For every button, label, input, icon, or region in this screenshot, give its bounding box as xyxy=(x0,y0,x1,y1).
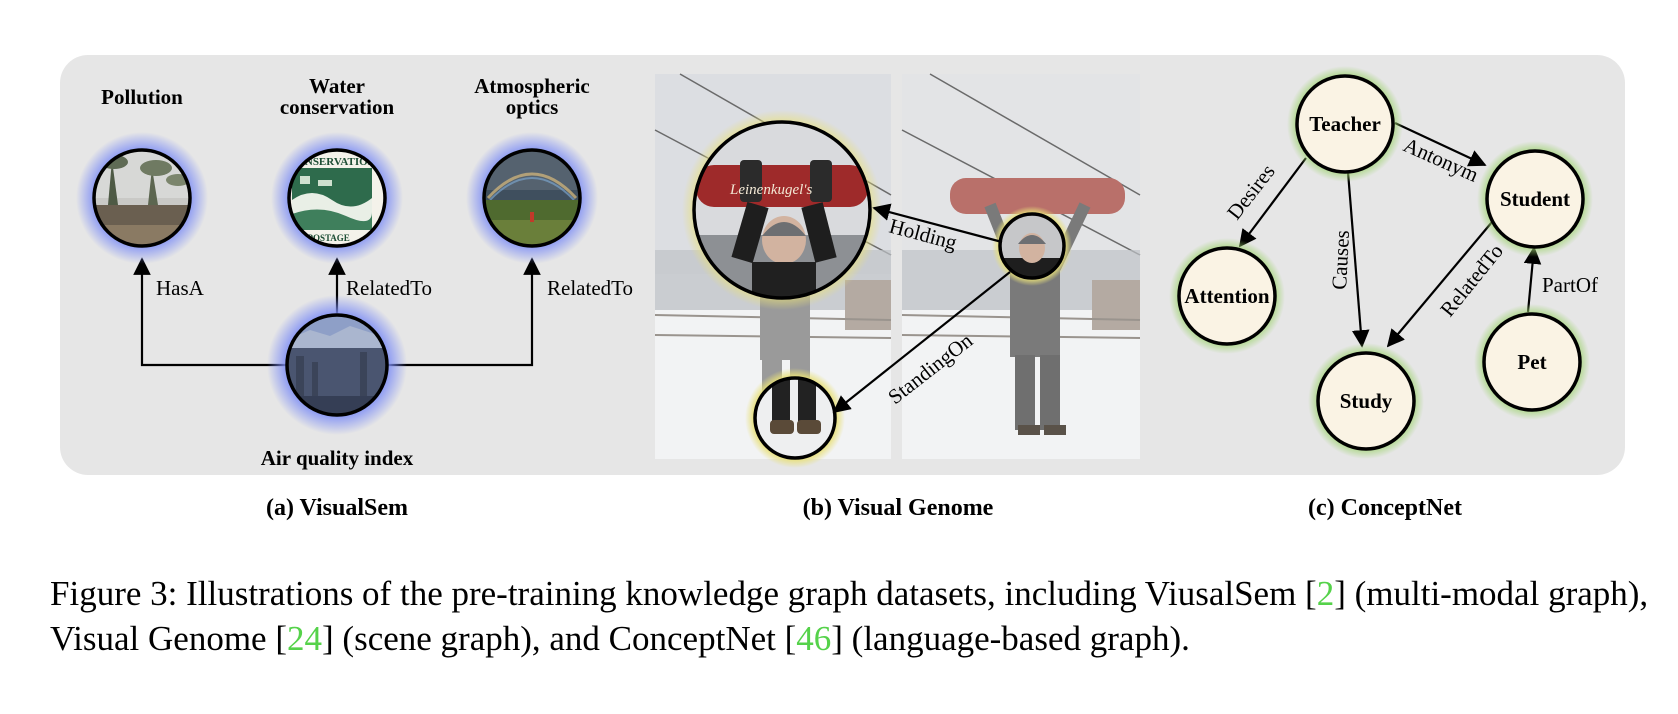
edge-holding xyxy=(872,203,1003,244)
concept-node-study: Study xyxy=(1308,343,1424,459)
panel-visualsem: Pollution Water conservation Atmospheric… xyxy=(76,74,633,470)
caption-text-3: ] (scene graph), and ConceptNet [ xyxy=(322,619,797,658)
edge-label-hasa: HasA xyxy=(156,276,205,300)
node-label-air-quality: Air quality index xyxy=(261,446,414,470)
edge-relatedto-atmo xyxy=(387,257,541,367)
image-node-air-quality-index xyxy=(267,295,407,435)
concept-label-study: Study xyxy=(1340,389,1393,413)
edge-hasa xyxy=(133,257,287,367)
edge-standingon xyxy=(832,271,1011,414)
edge-desires xyxy=(1238,157,1307,248)
edge-relatedto xyxy=(1386,221,1493,348)
image-node-atmospheric-optics xyxy=(466,132,598,264)
stamp-text-bottom: ES POSTAGE xyxy=(294,233,350,243)
citation-link-24[interactable]: 24 xyxy=(287,619,323,658)
node-label-water-line2: conservation xyxy=(280,95,395,119)
citation-link-46[interactable]: 46 xyxy=(796,619,832,658)
image-node-water-conservation: CONSERVATION ES POSTAGE 4 xyxy=(271,132,403,264)
node-label-atmo-line2: optics xyxy=(506,95,559,119)
node-label-atmo-line1: Atmospheric xyxy=(474,74,589,98)
edge-causes xyxy=(1346,171,1370,348)
panel-conceptnet: Antonym Desires Causes RelatedTo PartOf … xyxy=(1169,66,1598,459)
concept-node-student: Student xyxy=(1477,141,1593,257)
edge-label-relatedto-1: RelatedTo xyxy=(346,276,432,300)
concept-label-pet: Pet xyxy=(1517,350,1546,374)
edge-label-causes: Causes xyxy=(1327,230,1354,291)
subject-node-person-head xyxy=(992,206,1072,286)
concept-label-teacher: Teacher xyxy=(1309,112,1381,136)
concept-node-teacher: Teacher xyxy=(1287,66,1403,182)
citation-link-2[interactable]: 2 xyxy=(1316,574,1335,613)
edge-label-relatedto-2: RelatedTo xyxy=(547,276,633,300)
node-label-pollution: Pollution xyxy=(101,85,183,109)
figure-caption: Figure 3: Illustrations of the pre-train… xyxy=(50,571,1650,661)
subfigure-label-a: (a) VisualSem xyxy=(266,495,408,521)
caption-text-2: ] (multi-modal graph), Visual Genome [ xyxy=(50,574,1649,658)
object-node-feet xyxy=(745,368,845,468)
caption-text-1: Figure 3: Illustrations of the pre-train… xyxy=(50,574,1317,613)
caption-text-4: ] (language-based graph). xyxy=(831,619,1190,658)
subfigure-label-b: (b) Visual Genome xyxy=(803,495,994,521)
concept-label-student: Student xyxy=(1500,187,1570,211)
edge-partof xyxy=(1523,246,1542,313)
panel-visual-genome: Leinenkugel's xyxy=(654,73,1141,468)
concept-node-pet: Pet xyxy=(1474,304,1590,420)
subfigure-label-c: (c) ConceptNet xyxy=(1308,495,1462,521)
image-node-pollution xyxy=(76,132,208,264)
concept-label-attention: Attention xyxy=(1184,284,1269,308)
edge-antonym xyxy=(1394,122,1487,167)
snowboard-brand-text: Leinenkugel's xyxy=(729,182,813,198)
node-label-water-line1: Water xyxy=(309,74,365,98)
concept-node-attention: Attention xyxy=(1169,238,1285,354)
edge-label-partof: PartOf xyxy=(1542,273,1598,297)
zoom-node-snowboard: Leinenkugel's xyxy=(682,110,882,310)
